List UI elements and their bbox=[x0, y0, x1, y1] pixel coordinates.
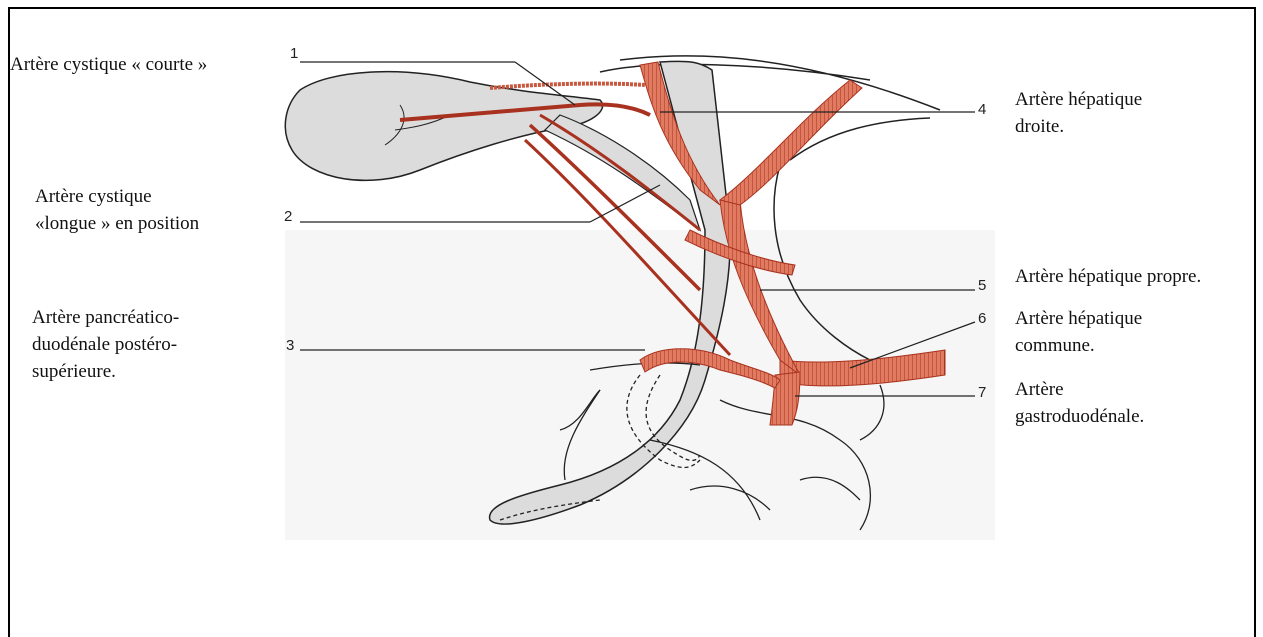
label-proper-hepatic: Artère hépatique propre. bbox=[1015, 265, 1201, 289]
marker-number-3: 3 bbox=[286, 337, 294, 354]
label-common-hepatic-line2: commune. bbox=[1015, 334, 1095, 358]
label-right-hepatic-line1: Artère hépatique bbox=[1015, 88, 1142, 112]
marker-number-4: 4 bbox=[978, 101, 986, 118]
label-pancreaticoduodenal-line3: supérieure. bbox=[32, 360, 116, 384]
background-tissue bbox=[285, 230, 995, 540]
label-pancreaticoduodenal-line1: Artère pancréatico- bbox=[32, 306, 179, 330]
label-cystic-artery-long-line1: Artère cystique bbox=[35, 185, 152, 209]
short-cystic-artery bbox=[490, 84, 645, 88]
marker-number-7: 7 bbox=[978, 384, 986, 401]
label-cystic-artery-long-line2: «longue » en position bbox=[35, 212, 199, 236]
left-hepatic-branch bbox=[720, 80, 862, 205]
marker-number-5: 5 bbox=[978, 277, 986, 294]
label-common-hepatic-line1: Artère hépatique bbox=[1015, 307, 1142, 331]
label-pancreaticoduodenal-line2: duodénale postéro- bbox=[32, 333, 177, 357]
label-right-hepatic-line2: droite. bbox=[1015, 115, 1064, 139]
label-gastroduodenal-line2: gastroduodénale. bbox=[1015, 405, 1144, 429]
label-gastroduodenal-line1: Artère bbox=[1015, 378, 1064, 402]
marker-number-2: 2 bbox=[284, 208, 292, 225]
marker-number-6: 6 bbox=[978, 310, 986, 327]
marker-number-1: 1 bbox=[290, 45, 298, 62]
label-cystic-artery-short: Artère cystique « courte » bbox=[10, 53, 207, 77]
